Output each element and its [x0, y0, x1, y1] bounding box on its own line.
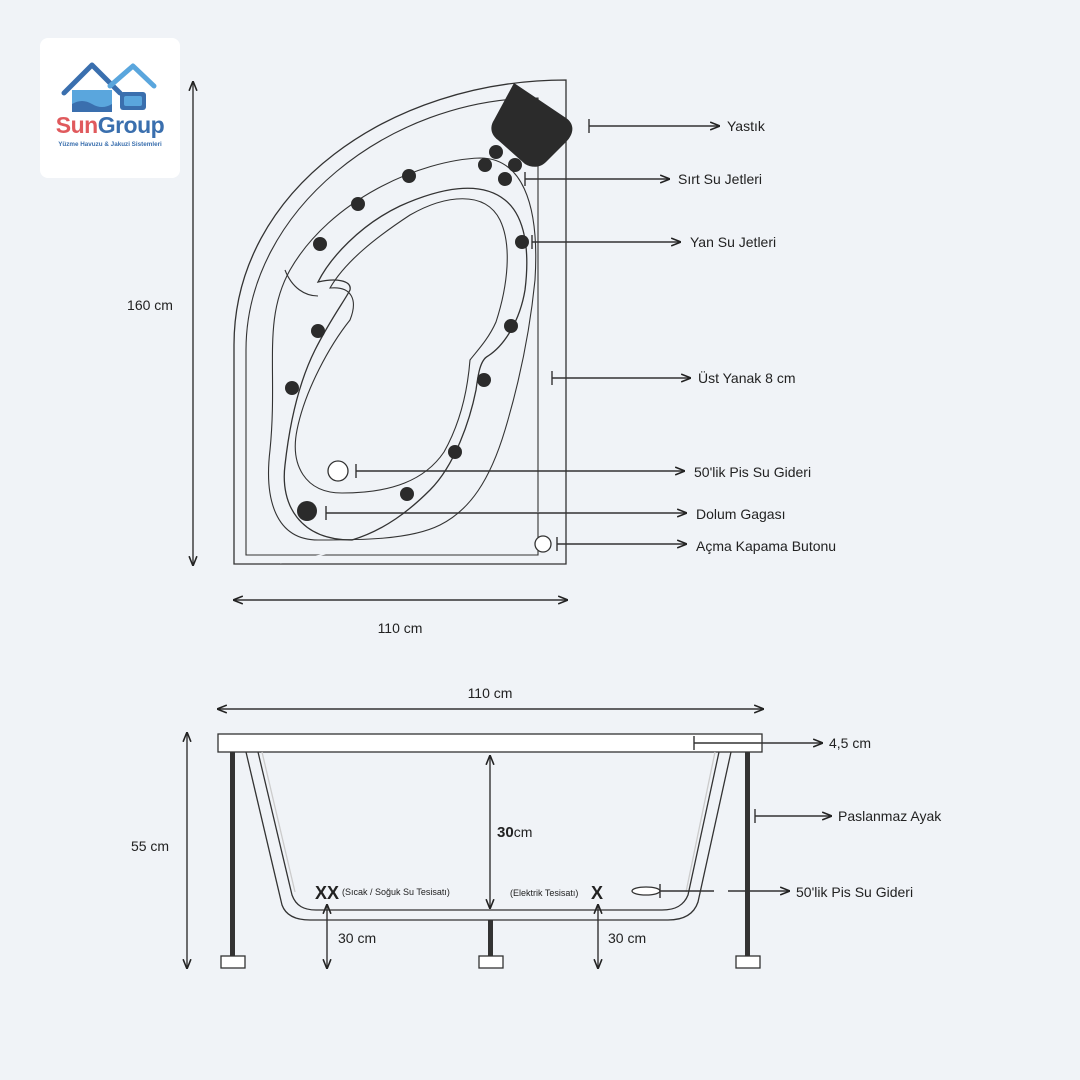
side-height-label: 55 cm [131, 838, 169, 854]
callout-top-rim: Üst Yanak 8 cm [698, 369, 796, 386]
side-jet [515, 235, 529, 249]
logo-card: SunGroup Yüzme Havuzu & Jakuzi Sistemler… [40, 38, 180, 178]
side-jet [402, 169, 416, 183]
tub-basin [283, 187, 528, 541]
top-height-label: 160 cm [127, 297, 173, 313]
top-width-label: 110 cm [378, 620, 423, 636]
brand-tagline: Yüzme Havuzu & Jakuzi Sistemleri [58, 141, 162, 148]
leg-left [230, 752, 235, 958]
foot-right [735, 955, 761, 969]
water-supply-note: (Sıcak / Soğuk Su Tesisatı) [342, 887, 450, 897]
callout-side-jets: Yan Su Jetleri [690, 234, 776, 250]
side-width-label: 110 cm [468, 685, 513, 701]
back-jet [478, 158, 492, 172]
leg-right [745, 752, 750, 958]
right-floor-label: 30 cm [608, 930, 646, 946]
callout-pillow: Yastık [727, 118, 766, 134]
callout-back-jets: Sırt Su Jetleri [678, 171, 762, 187]
back-jet [498, 172, 512, 186]
foot-middle [478, 955, 504, 969]
side-jet [477, 373, 491, 387]
tub-bowl [268, 157, 537, 541]
brand-name: SunGroup [55, 112, 165, 138]
electric-mark: X [591, 883, 603, 903]
back-jet [489, 145, 503, 159]
side-jet [448, 445, 462, 459]
side-jet [311, 324, 325, 338]
rim-label: 4,5 cm [829, 735, 871, 751]
callout-drain: 50'lik Pis Su Gideri [694, 464, 811, 480]
tub-outline [233, 79, 567, 565]
drain-icon [327, 460, 349, 482]
foot-left [220, 955, 246, 969]
side-view [217, 733, 763, 969]
side-drain-label: 50'lik Pis Su Gideri [796, 884, 913, 900]
water-supply-mark: XX [315, 883, 339, 903]
pillow-icon [491, 83, 573, 167]
jets [285, 145, 529, 521]
fill-spout [297, 501, 317, 521]
side-jet [313, 237, 327, 251]
on-off-button-icon [534, 535, 552, 553]
top-callouts [325, 119, 719, 551]
tub-inner-ellipse [294, 198, 508, 494]
electric-note: (Elektrik Tesisatı) [510, 888, 578, 898]
side-jet [285, 381, 299, 395]
left-floor-label: 30 cm [338, 930, 376, 946]
leg-label: Paslanmaz Ayak [838, 808, 942, 824]
callout-fill-spout: Dolum Gagası [696, 506, 785, 522]
side-jet [400, 487, 414, 501]
callout-on-off-button: Açma Kapama Butonu [696, 538, 836, 554]
back-jet [508, 158, 522, 172]
tub-rim [217, 733, 763, 753]
leg-middle [488, 920, 493, 958]
side-jet [504, 319, 518, 333]
side-drain-icon [631, 886, 661, 896]
depth-label: 30cm [497, 824, 532, 841]
tub-shell-inner [257, 751, 720, 911]
tub-seat-curve [284, 269, 319, 297]
house-pool-logo-icon [61, 62, 157, 112]
side-jet [351, 197, 365, 211]
